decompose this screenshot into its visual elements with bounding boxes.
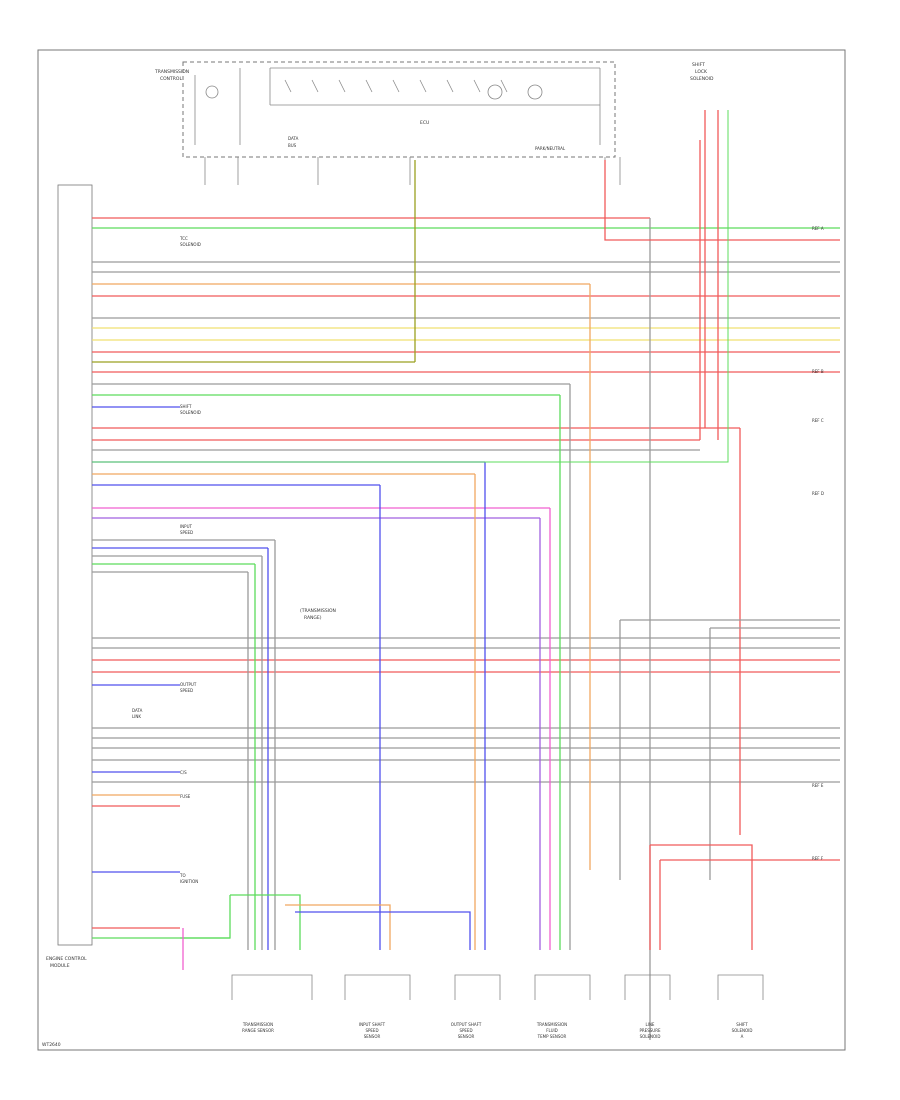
right-note-d: REF D — [812, 491, 824, 496]
component-1 — [344, 974, 411, 1000]
ecm-label-1: ENGINE CONTROL — [46, 956, 87, 962]
bottom-label-1-2: SENSOR — [364, 1034, 381, 1039]
bottom-label-0-1: RANGE SENSOR — [242, 1028, 274, 1033]
component-0 — [231, 974, 313, 1000]
note-ign: TO — [179, 873, 186, 878]
note-output-2: SPEED — [180, 688, 193, 693]
bottom-label-2-0: OUTPUT SHAFT — [451, 1022, 482, 1027]
component-4 — [624, 974, 671, 1000]
component-5 — [717, 974, 764, 1000]
tcm-switch-6 — [446, 79, 454, 93]
tcm-switch-8 — [500, 79, 508, 93]
note-input-2: SPEED — [180, 530, 193, 535]
tcm-switch-0 — [284, 79, 292, 93]
wire-top-red — [604, 160, 840, 241]
note-cs: C/S — [180, 770, 187, 775]
wire-b1 — [230, 894, 301, 950]
bottom-label-4-1: PRESSURE — [639, 1028, 661, 1033]
right-note-c: REF C — [812, 418, 824, 423]
note-data-2: LINK — [132, 714, 141, 719]
right-note-e: REF E — [812, 783, 824, 788]
footer-code: WT2640 — [42, 1042, 61, 1048]
note-shift: SHIFT — [180, 404, 192, 409]
diagram-border — [37, 49, 846, 1051]
wire-r3b — [650, 844, 753, 950]
tcm-switch-7 — [473, 79, 481, 93]
bottom-label-3-0: TRANSMISSION — [536, 1022, 567, 1027]
bottom-label-1-1: SPEED — [365, 1028, 378, 1033]
right-note-a: REF A — [812, 226, 824, 231]
tcm-switch-2 — [338, 79, 346, 93]
mid-note-1: (TRANSMISSION — [300, 608, 336, 614]
wire-b3 — [295, 911, 471, 950]
top-right-label-1: SHIFT — [692, 62, 705, 68]
tcm-switch-1 — [311, 79, 319, 93]
note-tcc: TCC — [179, 236, 188, 241]
right-note-b: REF B — [812, 369, 824, 374]
component-2 — [454, 974, 501, 1000]
note-fuse: FUSE — [180, 794, 191, 799]
top-right-label-2: LOCK — [695, 69, 708, 75]
tcm-module: TRANSMISSION CONTROL ECU DATA BUS PARK/N… — [154, 61, 621, 185]
relay-label-2: BUS — [288, 143, 297, 148]
bottom-label-5-2: A — [741, 1034, 744, 1039]
component-3 — [534, 974, 591, 1000]
note-output: OUTPUT — [180, 682, 197, 687]
bottom-label-2-2: SENSOR — [458, 1034, 475, 1039]
tcm-switch-5 — [419, 79, 427, 93]
bottom-label-1-0: INPUT SHAFT — [359, 1022, 386, 1027]
bottom-label-4-2: SOLENOID — [640, 1034, 661, 1039]
wire-ss-green — [92, 110, 729, 463]
bottom-label-3-1: FLUID — [546, 1028, 558, 1033]
ecm-label-2: MODULE — [50, 963, 70, 969]
top-right-label-3: SOLENOID — [690, 76, 714, 82]
wire-b4 — [180, 895, 231, 939]
bottom-label-5-0: SHIFT — [736, 1022, 748, 1027]
bottom-label-4-0: LINE — [646, 1022, 655, 1027]
relay-label-1: DATA — [288, 136, 299, 141]
right-note-f: REF F — [812, 856, 824, 861]
bottom-label-0-0: TRANSMISSION — [242, 1022, 273, 1027]
note-shift-2: SOLENOID — [180, 410, 201, 415]
note-input: INPUT — [180, 524, 193, 529]
bottom-label-3-2: TEMP SENSOR — [537, 1034, 567, 1039]
wire-b2 — [285, 904, 391, 950]
ecm-connector: ENGINE CONTROL MODULE — [46, 184, 93, 969]
tcm-switch-4 — [392, 79, 400, 93]
tcm-label-2: CONTROL — [160, 76, 182, 82]
note-ign-2: IGNITION — [180, 879, 198, 884]
note-tcc-2: SOLENOID — [180, 242, 201, 247]
bottom-label-2-1: SPEED — [459, 1028, 472, 1033]
note-data: DATA — [132, 708, 143, 713]
shift-box-label: PARK/NEUTRAL — [535, 146, 566, 151]
bottom-label-5-1: SOLENOID — [732, 1028, 753, 1033]
mid-note-2: RANGE) — [304, 615, 322, 621]
ecu-label: ECU — [420, 120, 429, 126]
tcm-label-1: TRANSMISSION — [154, 69, 189, 75]
tcm-switch-3 — [365, 79, 373, 93]
